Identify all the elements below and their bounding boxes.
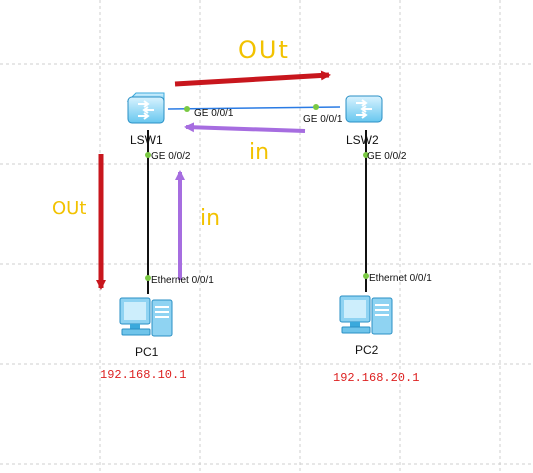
port-dot [313, 104, 319, 110]
out-annotation-top: OUt [238, 36, 290, 64]
pc-icon[interactable] [336, 292, 400, 342]
out-arrow-top [174, 70, 331, 87]
in-annotation-left: in [200, 206, 221, 231]
pc1-ethernet-port-label: Ethernet 0/0/1 [151, 275, 214, 286]
port-dot [184, 106, 190, 112]
lsw2-label: LSW2 [346, 133, 379, 147]
pc1-label: PC1 [135, 345, 159, 359]
in-annotation-top: in [249, 140, 270, 165]
lsw1-uplink-port-label: GE 0/0/1 [194, 108, 234, 119]
lsw1-downlink-port-label: GE 0/0/2 [151, 151, 191, 162]
pc-icon[interactable] [116, 294, 180, 344]
lsw1-label: LSW1 [130, 133, 163, 147]
lsw2-uplink-port-label: GE 0/0/1 [303, 114, 343, 125]
in-arrow-top [184, 122, 306, 133]
out-annotation-left: OUt [52, 198, 87, 219]
pc2-ip-address: 192.168.20.1 [333, 371, 420, 385]
pc1-ip-address: 192.168.10.1 [100, 368, 187, 382]
pc2-ethernet-port-label: Ethernet 0/0/1 [369, 273, 432, 284]
pc2-label: PC2 [355, 343, 379, 357]
lsw2-downlink-port-label: GE 0/0/2 [367, 151, 407, 162]
switch-icon[interactable] [124, 87, 168, 131]
switch-icon[interactable] [342, 86, 386, 130]
